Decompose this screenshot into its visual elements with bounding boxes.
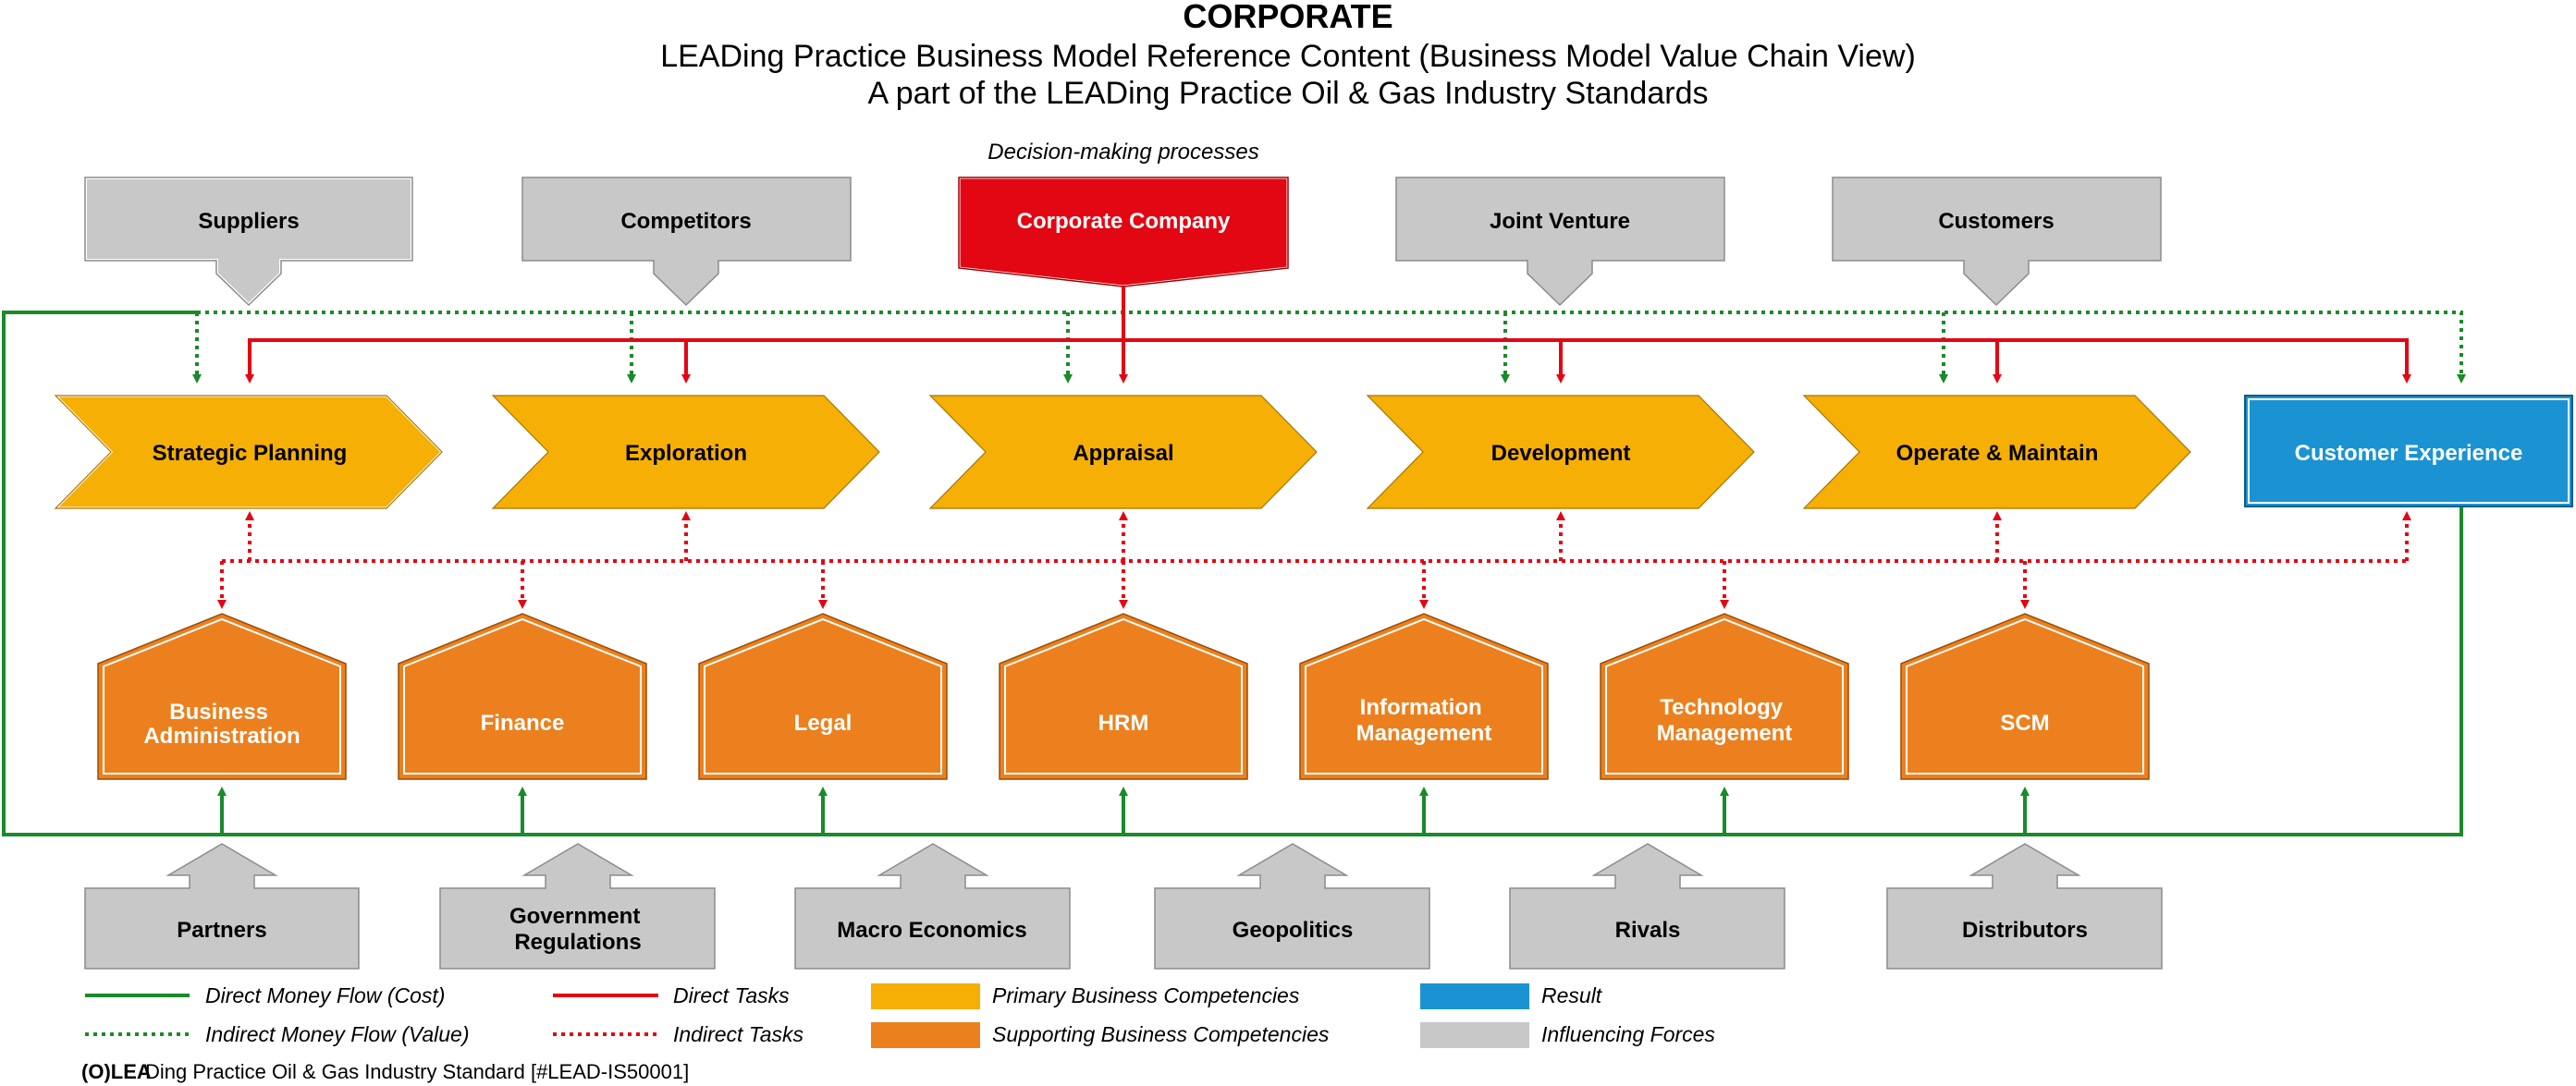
- indirect-money-flow: [192, 311, 2466, 384]
- legend-label: Direct Money Flow (Cost): [205, 983, 445, 1007]
- supporting-label: HRM: [1098, 711, 1149, 736]
- primary-appraisal: Appraisal: [928, 395, 1318, 509]
- legend-direct-money: Direct Money Flow (Cost): [85, 983, 445, 1007]
- supporting-label: Information Management: [1356, 695, 1492, 746]
- legend-primary: Primary Business Competencies: [871, 983, 1300, 1009]
- force-geopolitics: Geopolitics: [1154, 843, 1430, 970]
- primary-strategic-planning: Strategic Planning: [52, 394, 445, 510]
- force-label: Government Regulations: [509, 904, 646, 955]
- supporting-label-line1: Information: [1360, 695, 1482, 720]
- legend-direct-tasks: Direct Tasks: [553, 983, 790, 1007]
- supporting-technology-management: Technology Management: [1600, 613, 1849, 780]
- force-label-line2: Regulations: [514, 930, 641, 955]
- legend-label: Indirect Money Flow (Value): [205, 1022, 469, 1046]
- force-label: Rivals: [1615, 918, 1681, 943]
- force-partners: Partners: [84, 843, 360, 970]
- primary-label: Development: [1491, 441, 1631, 466]
- legend-label: Direct Tasks: [673, 983, 790, 1007]
- force-label: Competitors: [620, 209, 751, 234]
- legend-label: Result: [1541, 983, 1603, 1007]
- footer-text: Ding Practice Oil & Gas Industry Standar…: [145, 1060, 689, 1083]
- force-label: Macro Economics: [837, 918, 1026, 943]
- supporting-finance: Finance: [398, 613, 647, 780]
- force-label: Customers: [1938, 209, 2054, 234]
- supporting-label-line2: Management: [1356, 721, 1492, 746]
- supporting-label: Business Administration: [143, 700, 300, 749]
- supporting-label-line2: Management: [1657, 721, 1793, 746]
- legend-indirect-money: Indirect Money Flow (Value): [85, 1022, 469, 1046]
- force-label: Partners: [177, 918, 266, 943]
- force-label: Distributors: [1962, 918, 2088, 943]
- force-label: Joint Venture: [1490, 209, 1630, 234]
- indirect-tasks-flow: [217, 511, 2411, 609]
- page-subtitle-1: LEADing Practice Business Model Referenc…: [660, 39, 1916, 74]
- direct-money-flow: [2, 311, 2463, 836]
- page-title: CORPORATE: [1183, 0, 1392, 35]
- legend-label: Influencing Forces: [1541, 1022, 1715, 1046]
- supporting-label-line1: Business: [169, 700, 268, 725]
- result-label: Customer Experience: [2295, 441, 2523, 466]
- page-subtitle-2: A part of the LEADing Practice Oil & Gas…: [867, 76, 1708, 111]
- supporting-label: Legal: [794, 711, 853, 736]
- supporting-label: SCM: [2000, 711, 2049, 736]
- force-distributors: Distributors: [1886, 843, 2163, 970]
- supporting-label-line2: Administration: [143, 724, 300, 749]
- force-label-line1: Government: [509, 904, 640, 929]
- force-joint-venture: Joint Venture: [1395, 177, 1725, 307]
- supporting-label: Finance: [481, 711, 565, 736]
- footer-logo: (O)LEA: [81, 1060, 152, 1083]
- legend-label: Primary Business Competencies: [992, 983, 1300, 1007]
- primary-exploration: Exploration: [491, 395, 880, 509]
- supporting-information-management: Information Management: [1299, 613, 1549, 780]
- legend-influencing: Influencing Forces: [1420, 1022, 1715, 1048]
- force-label: Suppliers: [198, 209, 299, 234]
- primary-label: Strategic Planning: [153, 441, 348, 466]
- supporting-label-line1: Technology: [1660, 695, 1784, 720]
- legend-label: Indirect Tasks: [673, 1022, 804, 1046]
- legend-label: Supporting Business Competencies: [992, 1022, 1330, 1046]
- force-government-regulations: Government Regulations: [439, 843, 716, 970]
- supporting-legal: Legal: [698, 613, 948, 780]
- direct-tasks-flow: [245, 287, 2411, 384]
- corporate-company-box: Corporate Company: [957, 176, 1290, 288]
- legend-supporting: Supporting Business Competencies: [871, 1022, 1330, 1048]
- legend-indirect-tasks: Indirect Tasks: [553, 1022, 804, 1046]
- decision-label: Decision-making processes: [987, 140, 1258, 165]
- primary-development: Development: [1366, 395, 1755, 509]
- supporting-scm: SCM: [1900, 613, 2150, 780]
- primary-label: Appraisal: [1073, 441, 1173, 466]
- supporting-label: Technology Management: [1657, 695, 1793, 746]
- force-customers: Customers: [1832, 177, 2162, 307]
- force-label: Geopolitics: [1233, 918, 1354, 943]
- force-suppliers: Suppliers: [83, 176, 414, 308]
- footer: (O)LEA Ding Practice Oil & Gas Industry …: [81, 1060, 689, 1083]
- legend: Direct Money Flow (Cost) Indirect Money …: [85, 983, 1715, 1048]
- result-customer-experience: Customer Experience: [2244, 395, 2573, 507]
- force-rivals: Rivals: [1509, 843, 1785, 970]
- supporting-business-administration: Business Administration: [97, 613, 347, 780]
- legend-result: Result: [1420, 983, 1603, 1009]
- force-competitors: Competitors: [521, 177, 852, 307]
- primary-label: Operate & Maintain: [1896, 441, 2099, 466]
- supporting-hrm: HRM: [999, 613, 1248, 780]
- primary-operate-maintain: Operate & Maintain: [1802, 395, 2191, 509]
- corporate-company-label: Corporate Company: [1017, 209, 1231, 234]
- primary-label: Exploration: [625, 441, 747, 466]
- force-macro-economics: Macro Economics: [794, 843, 1071, 970]
